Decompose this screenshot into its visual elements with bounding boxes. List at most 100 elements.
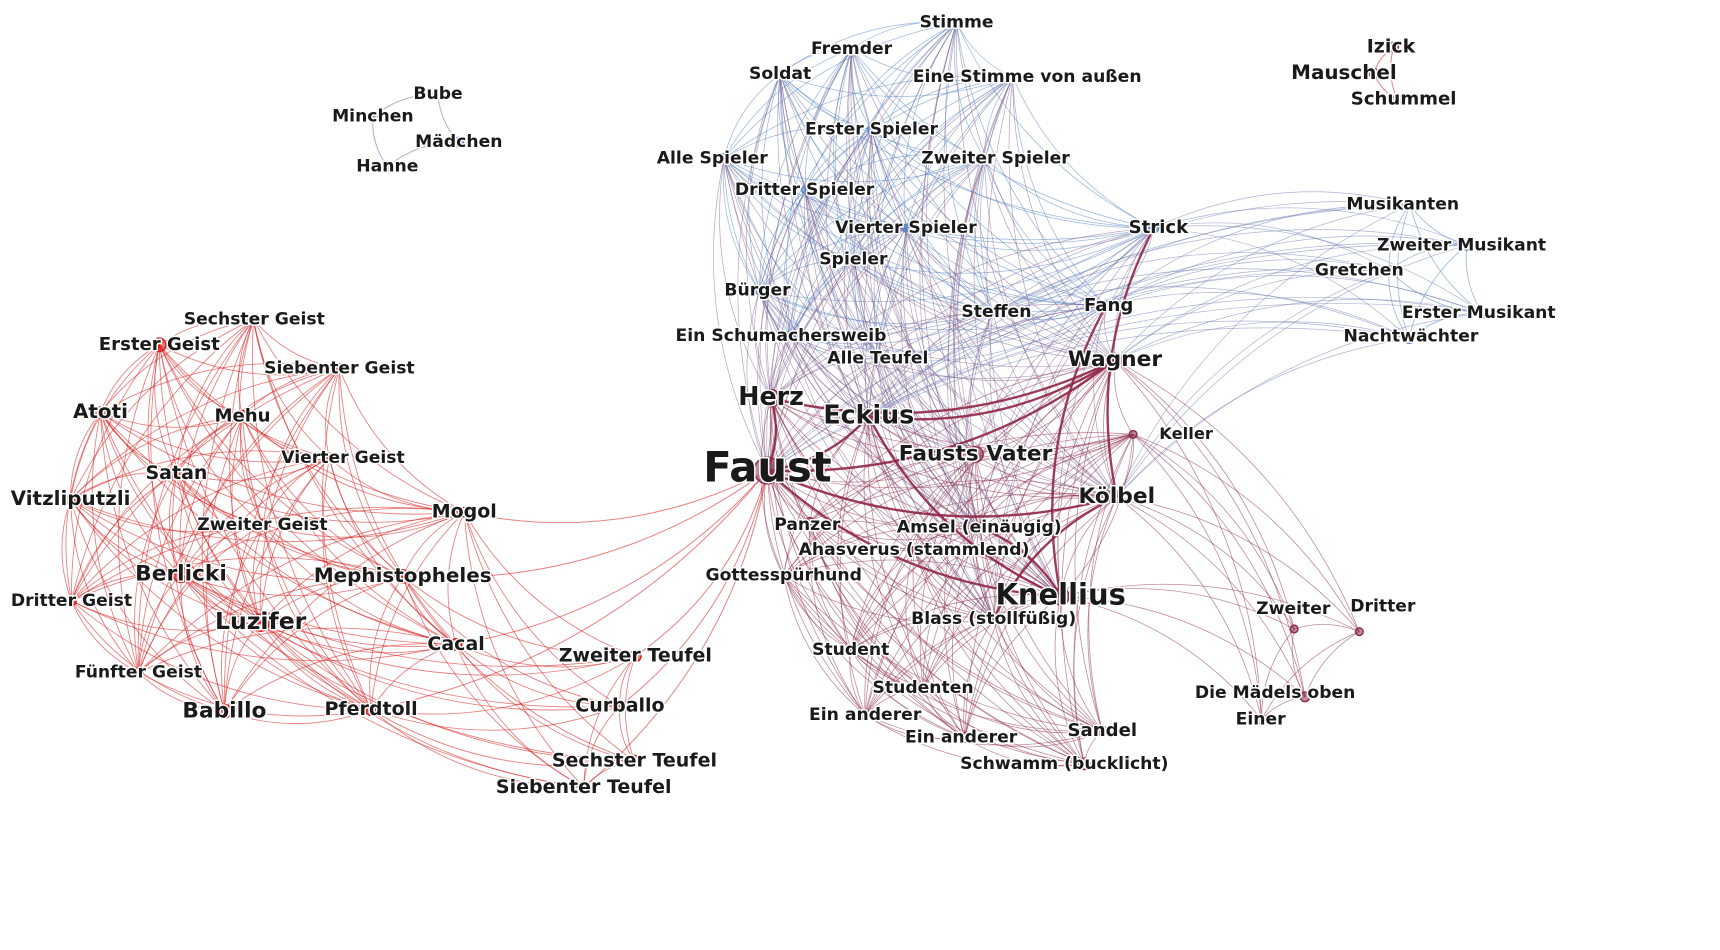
node-buerger[interactable] bbox=[754, 285, 764, 296]
node-gretchen[interactable] bbox=[1383, 265, 1395, 277]
node-mauschel[interactable] bbox=[1368, 67, 1380, 79]
node-vitzliputzli[interactable] bbox=[65, 494, 77, 506]
label-babillo: Babillo bbox=[182, 698, 266, 723]
edge-dritter_geist-fuenfter_geist bbox=[71, 600, 139, 673]
node-maedels[interactable] bbox=[1299, 691, 1311, 703]
node-studenten[interactable] bbox=[917, 682, 929, 694]
edge-zweiter_geist-cacal bbox=[263, 524, 457, 645]
node-sechster_teufel[interactable] bbox=[627, 754, 641, 768]
node-babillo[interactable] bbox=[217, 703, 232, 719]
node-einer[interactable] bbox=[1256, 713, 1268, 725]
node-herz[interactable] bbox=[761, 388, 781, 408]
node-panzer[interactable] bbox=[805, 516, 815, 526]
edge-siebenter_geist-zweiter_geist bbox=[262, 368, 340, 525]
node-mehu[interactable] bbox=[236, 409, 249, 423]
edge-blass-schwamm bbox=[993, 618, 1085, 765]
node-ahasverus[interactable] bbox=[909, 545, 919, 555]
node-erster_geist[interactable] bbox=[151, 337, 167, 353]
node-alle_teufel[interactable] bbox=[873, 353, 883, 363]
node-blass[interactable] bbox=[988, 613, 1000, 625]
edge-siebenter_geist-vitzliputzli bbox=[70, 367, 340, 500]
node-erster_spieler[interactable] bbox=[866, 124, 877, 134]
node-nachtwaechter[interactable] bbox=[1403, 332, 1415, 344]
node-satan[interactable] bbox=[170, 466, 183, 480]
node-faust[interactable] bbox=[753, 456, 782, 485]
node-dritter_spieler[interactable] bbox=[800, 185, 811, 195]
edge-eine_stimme-fausts_vater bbox=[957, 76, 1014, 455]
node-dritter[interactable] bbox=[1354, 627, 1364, 637]
node-fuenfter_geist[interactable] bbox=[132, 666, 144, 678]
node-zweiter[interactable] bbox=[1289, 624, 1299, 634]
node-izick[interactable] bbox=[1388, 41, 1400, 53]
edge-erster_geist-cacal bbox=[158, 344, 457, 645]
edge-ahasverus-blass bbox=[913, 550, 994, 620]
node-dritter_geist[interactable] bbox=[65, 595, 77, 607]
edge-musikanten-wagner bbox=[1114, 204, 1411, 361]
edge-eckius-keller bbox=[868, 415, 1134, 451]
node-vierter_spieler[interactable] bbox=[901, 223, 911, 233]
node-schumachersweib[interactable] bbox=[785, 330, 797, 342]
node-schummel[interactable] bbox=[1391, 94, 1403, 106]
node-luzifer[interactable] bbox=[251, 613, 270, 632]
edge-mephistopheles-zweiter_teufel bbox=[402, 576, 636, 657]
node-siebenter_geist[interactable] bbox=[333, 362, 345, 374]
node-vierter_geist[interactable] bbox=[323, 452, 335, 464]
node-mephistopheles[interactable] bbox=[395, 569, 411, 584]
label-bube: Bube bbox=[413, 84, 462, 104]
node-atoti[interactable] bbox=[94, 406, 107, 420]
node-ein_anderer1[interactable] bbox=[859, 709, 871, 721]
node-zweiter_teufel[interactable] bbox=[628, 649, 642, 663]
node-curballo[interactable] bbox=[613, 699, 627, 713]
edge-student-sandel bbox=[850, 649, 1103, 732]
node-keller[interactable] bbox=[1128, 429, 1138, 439]
node-berlicki[interactable] bbox=[172, 566, 190, 584]
node-sandel[interactable] bbox=[1096, 725, 1108, 737]
node-stimme[interactable] bbox=[952, 18, 962, 28]
node-amsel[interactable] bbox=[973, 522, 985, 534]
node-zweiter_musikant[interactable] bbox=[1461, 239, 1473, 251]
node-sechster_geist[interactable] bbox=[247, 313, 259, 325]
node-fang[interactable] bbox=[1100, 300, 1112, 312]
edge-spieler-blass bbox=[853, 259, 994, 620]
node-student[interactable] bbox=[846, 645, 856, 655]
node-koelbel[interactable] bbox=[1110, 490, 1124, 504]
node-zweiter_geist[interactable] bbox=[256, 518, 270, 532]
label-schwamm: Schwamm (bucklicht) bbox=[960, 754, 1168, 774]
node-eine_stimme[interactable] bbox=[1008, 72, 1018, 82]
node-mogol[interactable] bbox=[458, 506, 470, 518]
node-siebenter_teufel[interactable] bbox=[577, 780, 591, 794]
node-steffen[interactable] bbox=[988, 307, 998, 317]
node-bube[interactable] bbox=[432, 88, 444, 100]
node-alle_spieler[interactable] bbox=[718, 152, 730, 164]
edge-fremder-steffen bbox=[851, 48, 994, 313]
node-cacal[interactable] bbox=[449, 637, 463, 651]
node-hanne[interactable] bbox=[381, 161, 393, 173]
node-eckius[interactable] bbox=[860, 407, 878, 425]
edge-erster_geist-atoti bbox=[100, 344, 160, 413]
node-zweiter_spieler[interactable] bbox=[980, 153, 990, 163]
edge-alle_teufel-amsel bbox=[877, 358, 980, 528]
node-musikanten[interactable] bbox=[1404, 199, 1416, 211]
edge-pferdtoll-faust bbox=[370, 470, 768, 711]
edge-erster_musikant-strick bbox=[1153, 225, 1483, 314]
edge-dritter_spieler-spieler bbox=[805, 189, 854, 261]
edge-mogol-zweiter_teufel bbox=[463, 512, 636, 657]
node-strick[interactable] bbox=[1148, 222, 1160, 234]
node-fausts_vater[interactable] bbox=[967, 445, 984, 463]
node-pferdtoll[interactable] bbox=[364, 703, 378, 716]
node-wagner[interactable] bbox=[1107, 352, 1123, 368]
edge-dritter_spieler-strick bbox=[805, 189, 1154, 244]
node-spieler[interactable] bbox=[848, 255, 858, 265]
node-ein_anderer2[interactable] bbox=[959, 732, 971, 744]
node-knellius[interactable] bbox=[1051, 587, 1070, 606]
edge-eine_stimme-schumachersweib bbox=[790, 76, 1013, 336]
node-soldat[interactable] bbox=[775, 69, 785, 79]
node-erster_musikant[interactable] bbox=[1476, 307, 1488, 319]
node-schwamm[interactable] bbox=[1077, 757, 1091, 771]
node-maedchen[interactable] bbox=[453, 136, 465, 148]
node-gottesspuerhund[interactable] bbox=[779, 571, 789, 581]
node-minchen[interactable] bbox=[367, 111, 379, 123]
node-fremder[interactable] bbox=[847, 44, 857, 54]
edge-berlicki-mephistopheles bbox=[180, 574, 403, 596]
edge-student-ein_anderer2 bbox=[850, 649, 965, 738]
